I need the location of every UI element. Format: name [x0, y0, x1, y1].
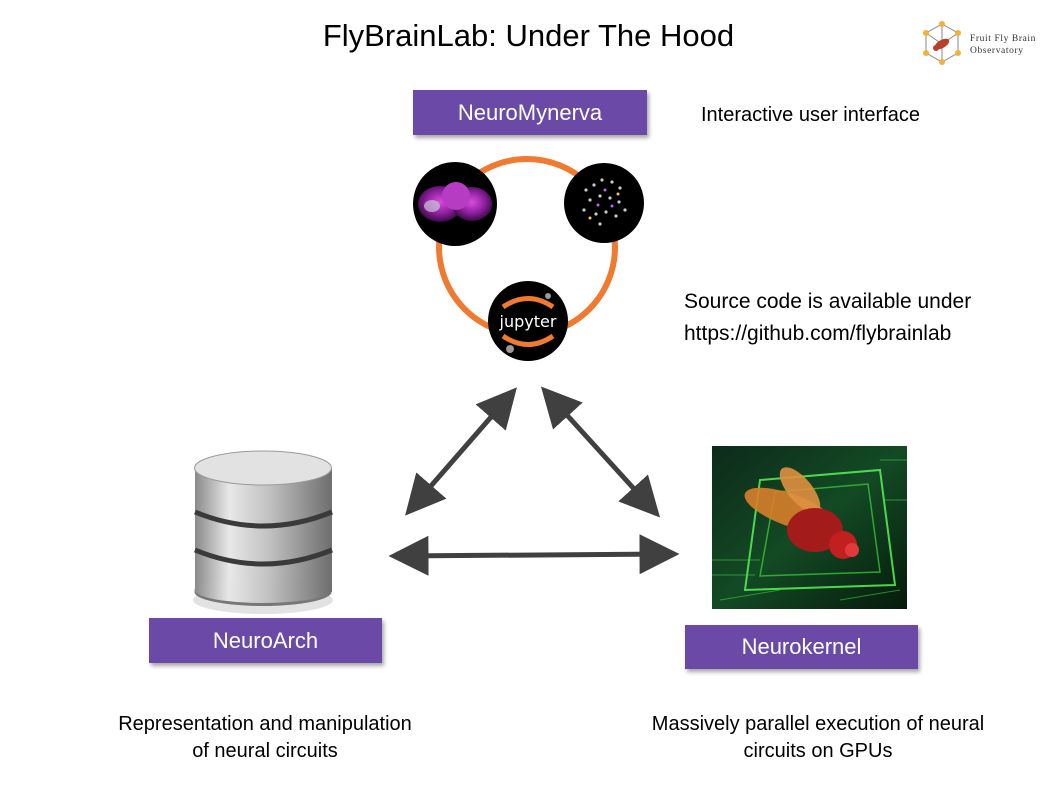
circuit-graph-icon [564, 163, 644, 243]
neuroarch-desc-line2: of neural circuits [192, 740, 338, 762]
fly-cube-logo-icon [923, 21, 961, 65]
neurokernel-desc-line1: Massively parallel execution of neural [651, 713, 985, 735]
gpu-fly-icon [712, 446, 907, 609]
neuromynerva-box: NeuroMynerva [413, 90, 647, 135]
logo-line2: Observatory [970, 46, 1024, 57]
source-code-line1: Source code is available under [684, 290, 972, 313]
brain-render-icon [413, 162, 497, 246]
neurokernel-description: Massively parallel execution of neural c… [628, 711, 1008, 765]
jupyter-label: jupyter [499, 312, 557, 331]
arrow-neuromynerva-neurokernel [540, 386, 661, 518]
neuromynerva-description: Interactive user interface [701, 104, 920, 126]
arrow-neuromynerva-neuroarch [405, 387, 517, 516]
neuroarch-description: Representation and manipulation of neura… [95, 711, 435, 765]
jupyter-logo-icon: jupyter [488, 281, 568, 361]
neuroarch-desc-line1: Representation and manipulation [118, 713, 412, 735]
logo-line1: Fruit Fly Brain [970, 34, 1037, 44]
arrow-neuroarch-neurokernel [388, 534, 680, 576]
neurokernel-box: Neurokernel [685, 625, 918, 669]
database-icon [193, 450, 333, 614]
source-code-link[interactable]: https://github.com/flybrainlab [684, 321, 952, 345]
neurokernel-desc-line2: circuits on GPUs [743, 740, 893, 762]
logo-text: Fruit Fly Brain Observatory [970, 33, 1036, 58]
source-code-note: Source code is available under https://g… [684, 286, 971, 349]
page-title: FlyBrainLab: Under The Hood [322, 18, 735, 53]
neuroarch-box: NeuroArch [149, 618, 382, 663]
